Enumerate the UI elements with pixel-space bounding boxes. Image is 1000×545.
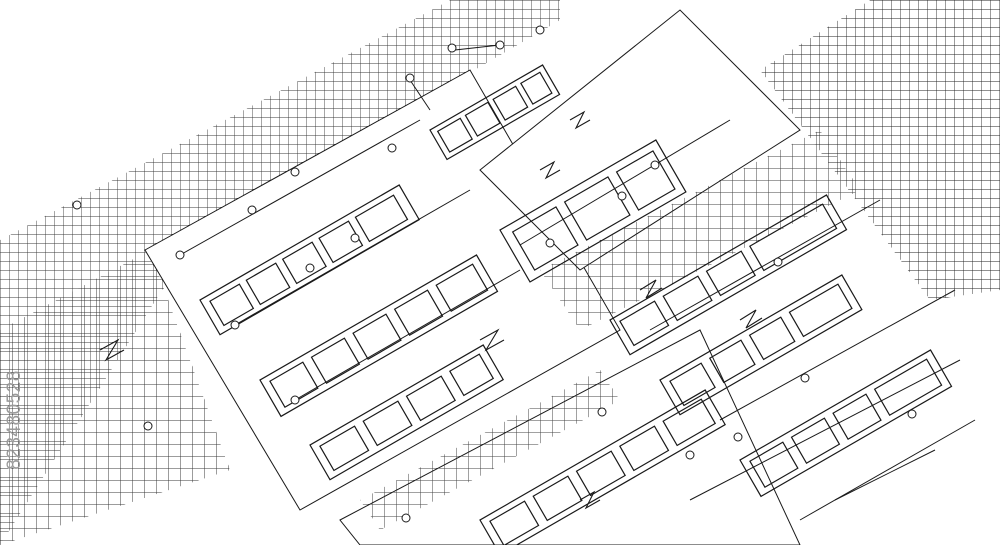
sketch-marks (99, 110, 763, 510)
grid-strip-center (360, 130, 860, 530)
sheet-left-grid (0, 0, 560, 545)
dimension-lines (179, 44, 976, 521)
stock-id-text: 823480528 (4, 370, 26, 470)
sheet-top-plan (479, 9, 801, 271)
grid-markers (72, 25, 917, 523)
sheet-right-grid (760, 0, 1000, 300)
room-rows (199, 64, 953, 545)
stock-id-label: 823480528 (2, 300, 28, 540)
